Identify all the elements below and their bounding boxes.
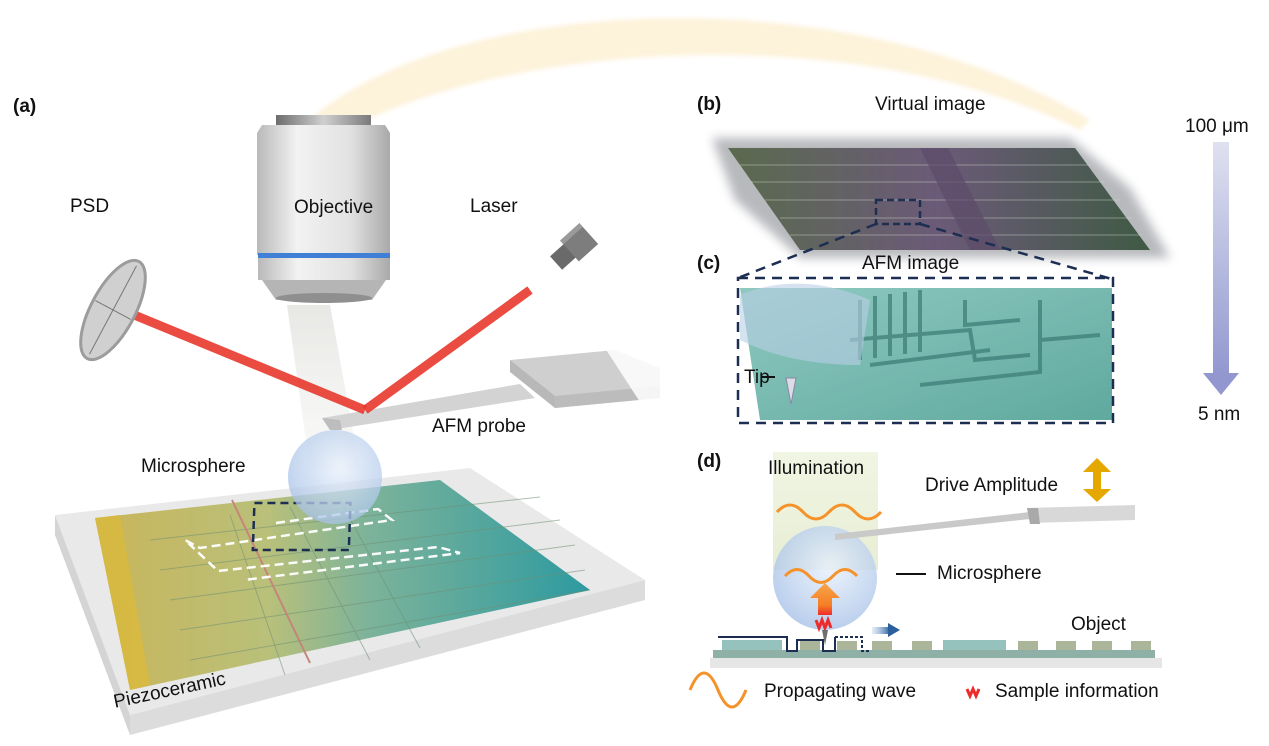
objective-label: Objective — [294, 197, 374, 218]
objective-lens — [257, 115, 390, 303]
virtual-image — [712, 138, 1170, 258]
scale-bottom-label: 5 nm — [1198, 404, 1241, 425]
scale-arrow — [1203, 142, 1239, 395]
psd-label: PSD — [70, 196, 110, 217]
afm-probe-label: AFM probe — [432, 416, 526, 437]
tip-icon — [785, 377, 797, 405]
scan-direction-arrow-icon — [872, 623, 900, 637]
laser-source — [550, 223, 599, 270]
tip-label: Tip — [744, 367, 770, 388]
laser-beam — [108, 286, 533, 415]
panel-label-b: (b) — [697, 94, 722, 115]
propagating-wave-icon — [688, 671, 748, 709]
panel-label-d: (d) — [697, 451, 722, 472]
laser-label: Laser — [470, 196, 518, 217]
virtual-image-title: Virtual image — [875, 94, 986, 115]
object-features — [722, 640, 1151, 650]
topography-trace-predicted — [835, 636, 870, 652]
microsphere-label-d: Microsphere — [937, 563, 1042, 584]
microsphere-label-a: Microsphere — [141, 456, 246, 477]
sample-information-icon — [965, 685, 981, 700]
cantilever-d — [835, 505, 1135, 540]
panel-label-a: (a) — [13, 96, 37, 117]
microsphere-d — [773, 526, 877, 630]
afm-image — [736, 276, 1115, 425]
propagation-arrow-icon — [810, 583, 840, 615]
legend-propagating-wave: Propagating wave — [764, 681, 917, 702]
psd-detector — [79, 258, 147, 362]
magnification-arc — [315, 18, 1090, 130]
object-layer — [713, 650, 1155, 658]
afm-probe — [322, 343, 700, 430]
drive-amplitude-label: Drive Amplitude — [925, 475, 1059, 496]
substrate-base — [710, 658, 1162, 668]
afm-frame — [736, 276, 1115, 425]
virtual-zoom-box — [874, 198, 922, 226]
scan-region-box — [251, 501, 352, 552]
microsphere — [288, 430, 382, 524]
legend-sample-information: Sample information — [995, 681, 1159, 702]
wave-lower — [783, 568, 859, 584]
wave-upper — [775, 503, 883, 521]
zoom-line-left — [737, 222, 877, 280]
panel-label-c: (c) — [697, 253, 721, 274]
scale-top-label: 100 μm — [1185, 116, 1249, 137]
object-label: Object — [1071, 614, 1126, 635]
topography-trace — [718, 636, 836, 652]
drive-amplitude-arrow-icon — [1083, 458, 1111, 502]
afm-image-title: AFM image — [862, 253, 960, 274]
illumination-label: Illumination — [768, 458, 865, 479]
sample-info-signal-icon — [814, 615, 833, 633]
